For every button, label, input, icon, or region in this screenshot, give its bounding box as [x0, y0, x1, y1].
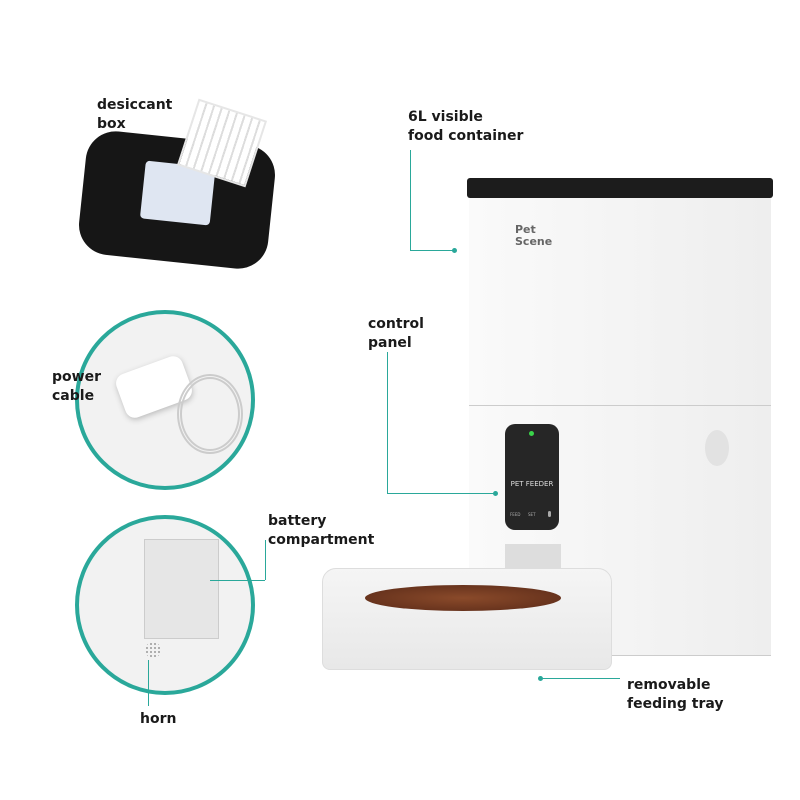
- leader-dot: [493, 491, 498, 496]
- leader-line: [265, 540, 266, 580]
- panel-text: PET FEEDER: [510, 480, 554, 488]
- label-line: desiccant: [97, 97, 173, 113]
- brand-logo: Pet Scene: [515, 223, 553, 248]
- label-power-cable: power cable: [52, 368, 101, 406]
- side-button: [705, 430, 729, 466]
- indicator-light: [529, 431, 534, 436]
- leader-line: [540, 678, 620, 679]
- mic-icon: [548, 511, 551, 517]
- battery-closeup: [75, 515, 255, 695]
- leader-line: [410, 250, 454, 251]
- battery-slot: [144, 539, 219, 639]
- label-line: panel: [368, 335, 412, 351]
- leader-line: [387, 352, 388, 493]
- label-desiccant-box: desiccant box: [97, 96, 172, 134]
- leader-line: [210, 580, 265, 581]
- label-line: control: [368, 316, 424, 332]
- feeding-tray: [322, 568, 612, 670]
- feed-button: FEED: [510, 512, 521, 517]
- label-line: battery: [268, 513, 327, 529]
- leader-dot: [452, 248, 457, 253]
- power-cable-closeup: [75, 310, 255, 490]
- coiled-cable: [177, 374, 243, 454]
- label-line: removable: [627, 677, 711, 693]
- label-removable-tray: removable feeding tray: [627, 676, 724, 714]
- leader-line: [387, 493, 494, 494]
- leader-line: [410, 150, 411, 250]
- control-panel: PET FEEDER FEED SET: [505, 424, 559, 530]
- set-button: SET: [528, 512, 536, 517]
- label-battery-compartment: battery compartment: [268, 512, 374, 550]
- label-line: power: [52, 369, 101, 385]
- body-seam: [469, 405, 771, 406]
- label-control-panel: control panel: [368, 315, 424, 353]
- kibble: [365, 585, 561, 611]
- leader-line: [148, 660, 149, 706]
- feeder-lid: [467, 178, 773, 198]
- label-line: cable: [52, 388, 95, 404]
- horn-grille: [145, 642, 161, 658]
- label-horn: horn: [140, 711, 177, 727]
- label-line: 6L visible: [408, 109, 483, 125]
- label-line: box: [97, 116, 126, 132]
- label-line: compartment: [268, 532, 375, 548]
- label-line: feeding tray: [627, 696, 724, 712]
- label-food-container: 6L visible food container: [408, 108, 523, 146]
- label-line: food container: [408, 128, 524, 144]
